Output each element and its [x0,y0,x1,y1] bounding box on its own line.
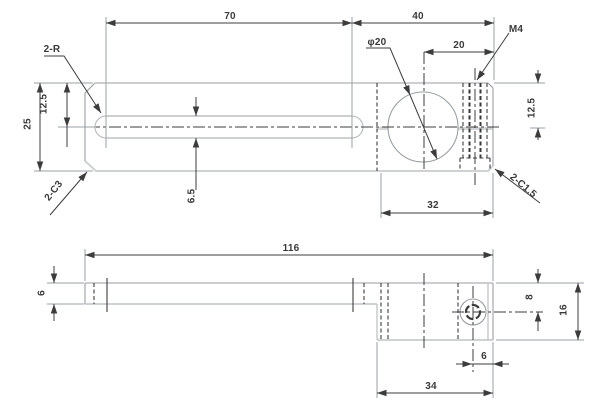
front-view: 116 6 8 16 6 34 [37,243,584,398]
dim-20-label: 20 [453,40,465,51]
front-view-hidden-lines [93,283,459,340]
top-view-extension-lines [34,17,545,218]
dim-32-label: 32 [427,200,439,211]
dim-16-label: 16 [559,304,570,316]
dim-8-label: 8 [525,294,536,300]
chamfer-right-label: 2-C1.5 [508,172,539,201]
front-view-extension-lines [47,249,584,398]
slot-radius-label: 2-R [44,44,61,55]
thread-label: M4 [509,24,524,35]
slot-end-marks [106,278,354,312]
front-view-center-lines [423,273,543,372]
dim-34-label: 34 [425,381,437,392]
dim-12-5-right-label: 12.5 [527,98,538,119]
top-view: 70 40 20 φ20 M4 2-R 25 12.5 12.5 6.5 2-C… [23,11,545,218]
front-view-dimension-lines [50,251,582,397]
top-view-center-lines [88,52,502,188]
front-view-outline-soft [85,302,493,342]
top-view-outline [84,82,494,166]
top-view-dimension-lines [36,19,542,217]
dim-40-label: 40 [412,11,424,22]
front-view-labels: 116 6 8 16 6 34 [37,243,570,392]
dim-6-left-label: 6 [37,290,48,296]
dim-25-label: 25 [23,118,34,130]
front-view-outline [84,282,494,340]
dim-12-5-left-label: 12.5 [39,94,50,115]
dim-116-label: 116 [283,243,300,254]
dim-6-right-label: 6 [481,351,487,362]
hole-dia-label: φ20 [368,37,387,48]
chamfer-left-label: 2-C3 [43,179,66,204]
top-view-outline-soft [84,127,494,173]
dim-70-label: 70 [224,11,236,22]
dim-6-5-label: 6.5 [187,189,198,204]
top-view-leaders [44,32,541,216]
